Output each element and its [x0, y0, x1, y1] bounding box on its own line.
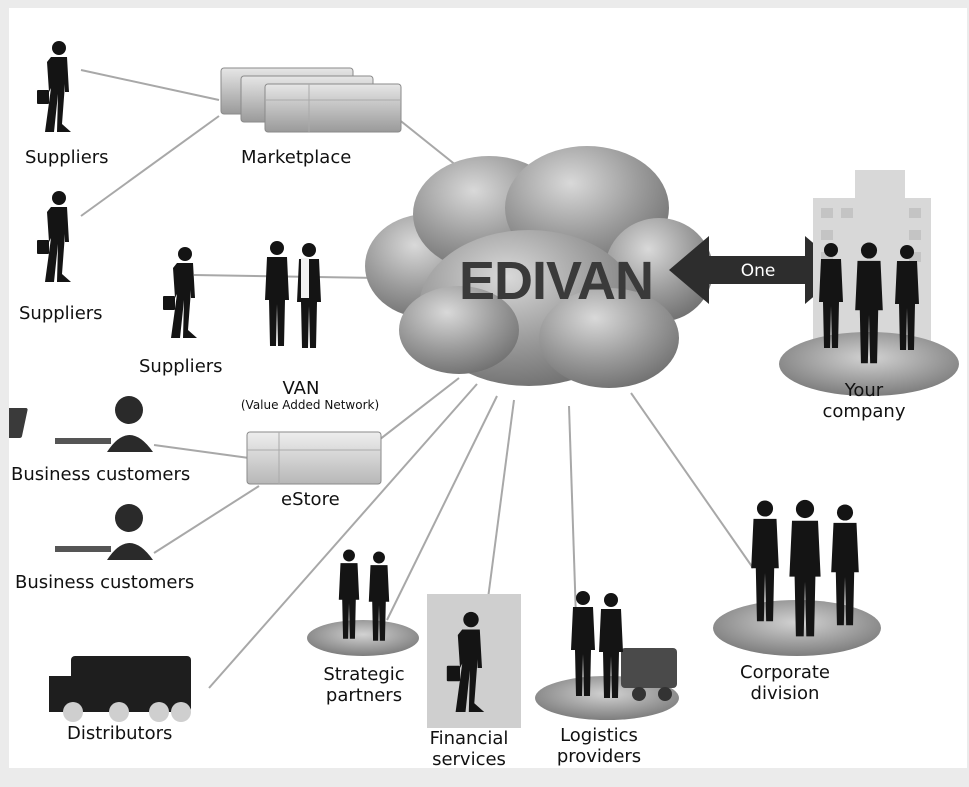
supplier-figure-1 — [37, 41, 71, 132]
supplier-figure-2 — [37, 191, 71, 282]
suppliers-label-2: Suppliers — [19, 303, 103, 324]
distributors-label: Distributors — [67, 723, 173, 744]
van-label: VAN — [282, 378, 320, 399]
connection-lines — [80, 69, 754, 689]
marketplace-server-icon — [220, 67, 402, 133]
van-subtitle-label: (Value Added Network) — [240, 398, 380, 412]
business-customers-label-1: Business customers — [11, 464, 191, 485]
logistics-truck-icon — [621, 648, 677, 701]
van-business-pair-icon — [265, 241, 321, 348]
one-connection-label: One connection — [711, 261, 805, 303]
supplier-figure-3 — [163, 247, 197, 338]
financial-services-label: Financial services — [429, 728, 509, 770]
marketplace-label: Marketplace — [241, 147, 352, 168]
corporate-division-label: Corporate division — [740, 662, 830, 704]
edivan-hub-label: EDIVAN — [458, 251, 654, 311]
estore-label: eStore — [281, 489, 340, 510]
business-customer-laptop-icon-2 — [55, 504, 153, 560]
strategic-partners-label: Strategic partners — [323, 664, 405, 706]
business-customer-laptop-icon-1 — [9, 396, 153, 452]
diagram-canvas — [9, 41, 959, 728]
one-connection-double-arrow-icon — [669, 236, 845, 304]
distributors-truck-icon — [49, 656, 191, 722]
edivan-diagram: Suppliers Marketplace Suppliers Supplier… — [9, 8, 967, 770]
estore-server-icon — [246, 431, 382, 485]
suppliers-label-1: Suppliers — [25, 147, 109, 168]
business-customers-label-2: Business customers — [15, 572, 195, 593]
edivan-cloud-icon — [365, 146, 713, 388]
logistics-providers-label: Logistics providers — [556, 725, 642, 767]
your-company-label: Your company — [822, 380, 906, 422]
strategic-partners-pedestal — [307, 620, 419, 656]
suppliers-label-3: Suppliers — [139, 356, 223, 377]
